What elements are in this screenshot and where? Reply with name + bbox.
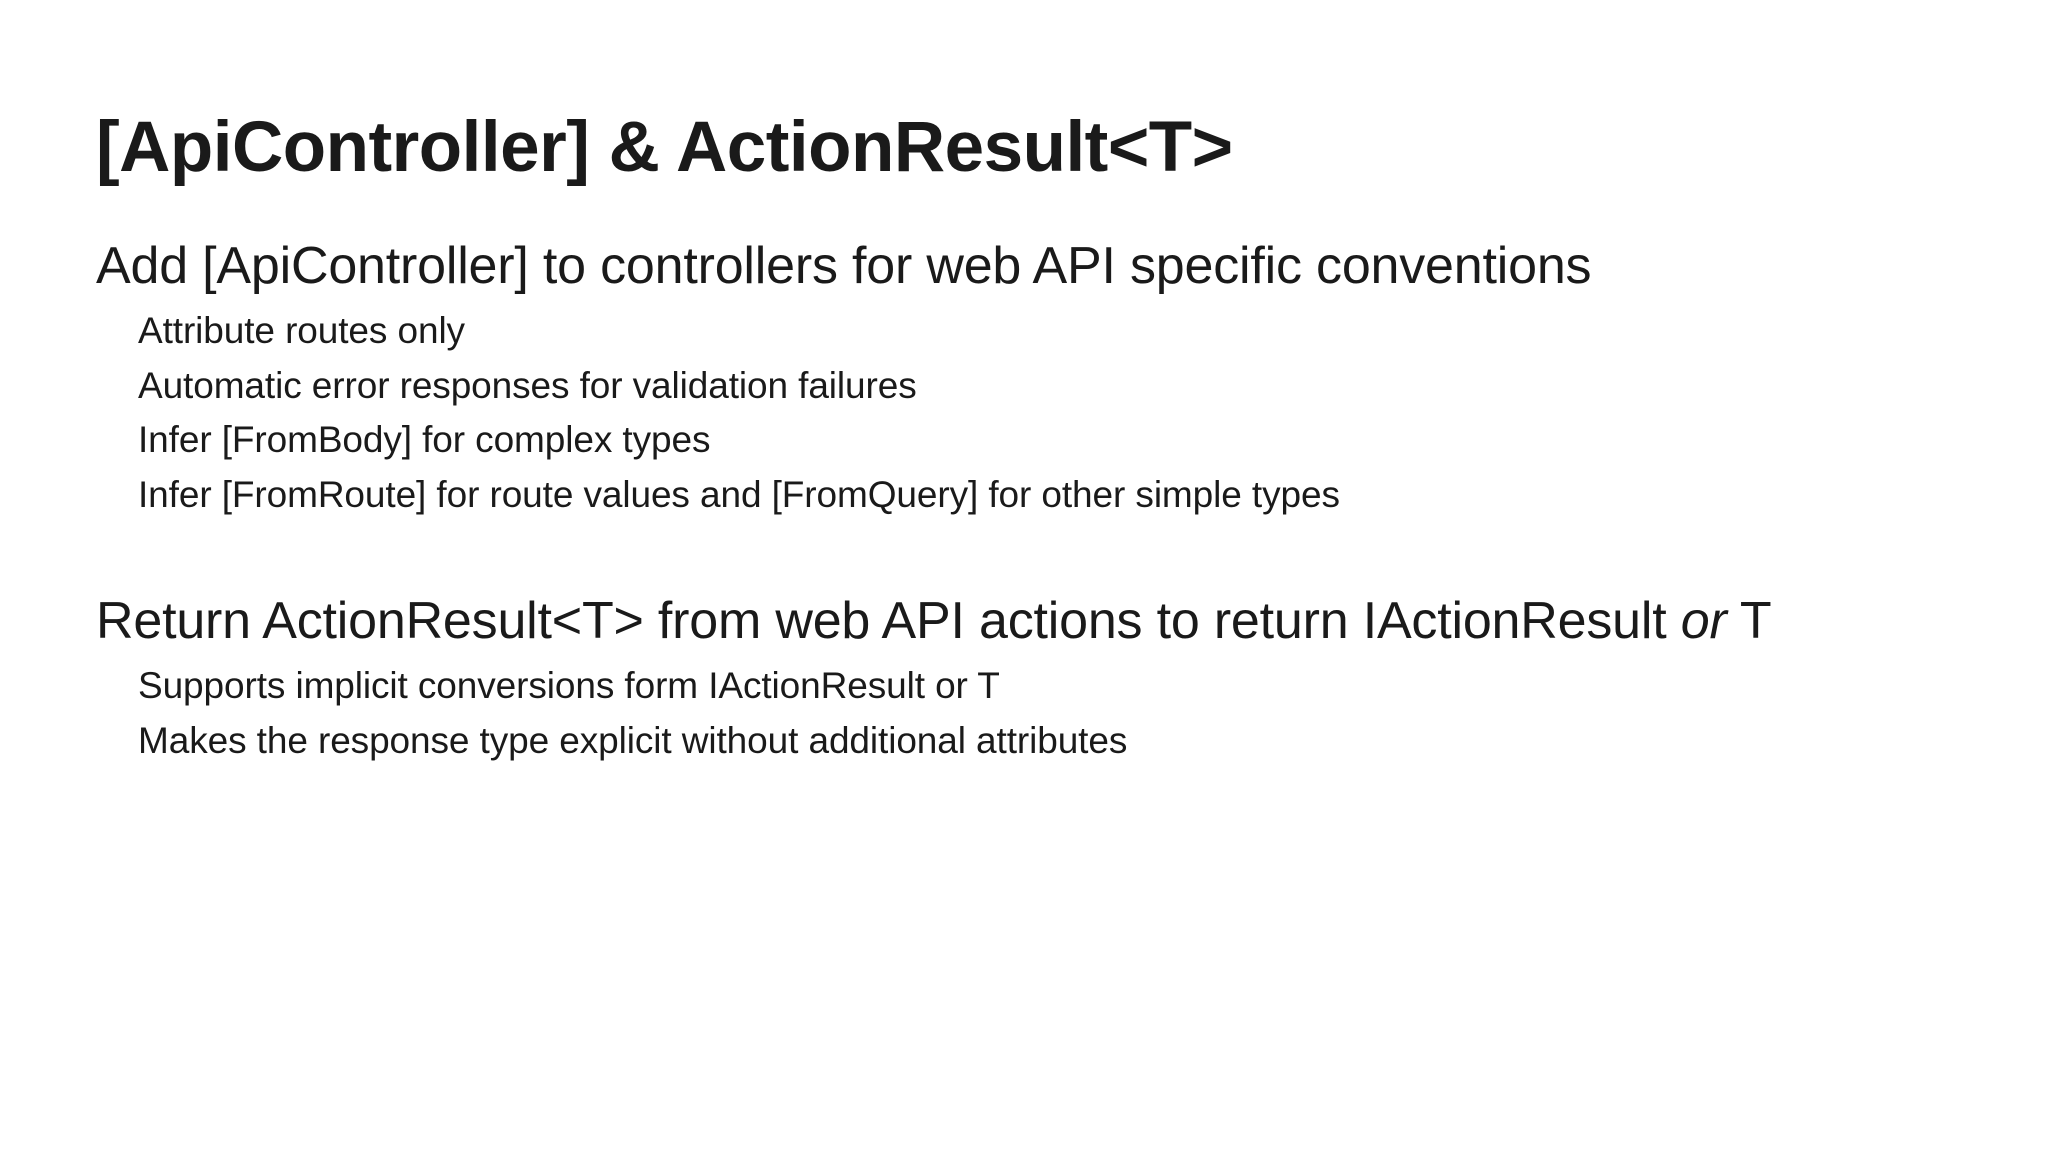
content-group-1: Add [ApiController] to controllers for w… bbox=[96, 236, 1976, 523]
list-item: Infer [FromRoute] for route values and [… bbox=[138, 474, 1340, 516]
sub-bullet-list-1: Attribute routes only Automatic error re… bbox=[96, 304, 1976, 523]
bullet-level1-heading: Add [ApiController] to controllers for w… bbox=[96, 237, 1592, 295]
heading-text-emphasis: or bbox=[1680, 591, 1727, 650]
bullet-level1-heading: Return ActionResult<T> from web API acti… bbox=[96, 591, 1976, 653]
list-item: Automatic error responses for validation… bbox=[138, 364, 917, 406]
sub-bullet-list-2: Supports implicit conversions form IActi… bbox=[96, 659, 1976, 769]
list-item: Makes the response type explicit without… bbox=[138, 719, 1128, 761]
list-item: Infer [FromBody] for complex types bbox=[138, 419, 711, 461]
page-title: [ApiController] & ActionResult<T> bbox=[96, 107, 1233, 187]
list-item: Attribute routes only bbox=[138, 309, 465, 351]
slide-body: Add [ApiController] to controllers for w… bbox=[96, 236, 1976, 768]
heading-text-before: Return ActionResult<T> from web API acti… bbox=[96, 591, 1681, 650]
list-item: Supports implicit conversions form IActi… bbox=[138, 664, 1000, 706]
content-group-2: Return ActionResult<T> from web API acti… bbox=[96, 591, 1976, 768]
heading-text-after: T bbox=[1726, 591, 1772, 650]
